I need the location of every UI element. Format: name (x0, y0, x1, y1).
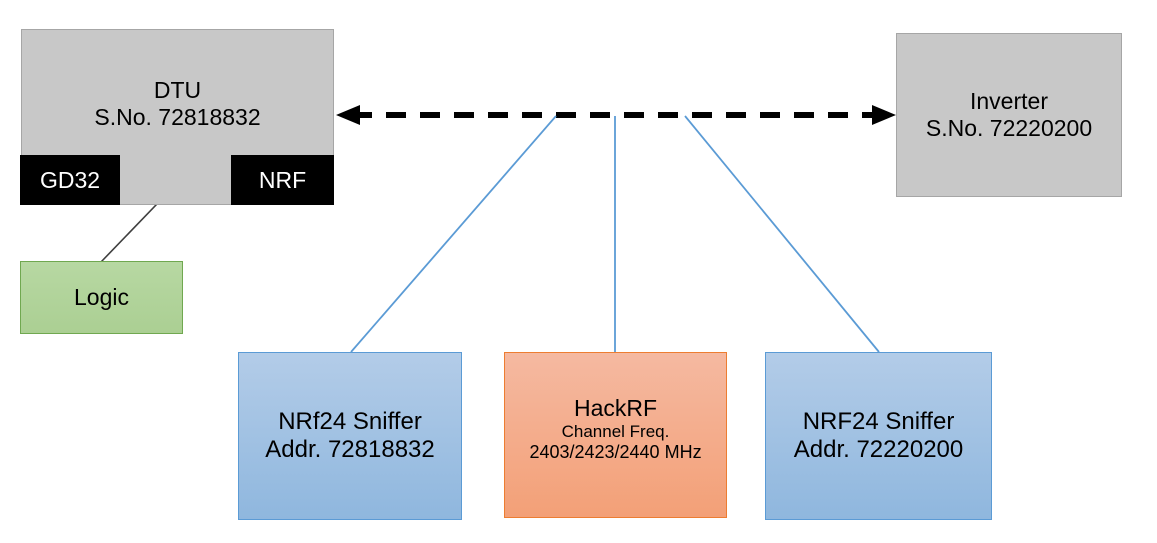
tap-line-left (350, 115, 557, 353)
dtu-module-gd32[interactable]: GD32 (20, 155, 120, 205)
nrf-label: NRF (258, 166, 307, 193)
sniffer-right-title: NRF24 Sniffer (802, 407, 955, 435)
gd32-label: GD32 (39, 166, 101, 193)
arrowhead-right-icon (872, 105, 896, 125)
sniffer-left-address: Addr. 72818832 (265, 436, 435, 463)
sniffer-right-address: Addr. 72220200 (793, 436, 964, 463)
hackrf-node[interactable]: HackRF Channel Freq. 2403/2423/2440 MHz (504, 352, 727, 518)
dtu-title: DTU (153, 76, 202, 103)
dtu-inverter-dashed-link (336, 105, 896, 125)
arrowhead-left-icon (336, 105, 360, 125)
hackrf-subtitle: Channel Freq. (561, 422, 670, 442)
inverter-title: Inverter (970, 87, 1048, 114)
inverter-serial: S.No. 72220200 (925, 115, 1093, 141)
logic-analyzer-node[interactable]: Logic (20, 261, 183, 334)
hackrf-title: HackRF (573, 395, 658, 421)
logic-label: Logic (74, 283, 129, 310)
sniffer-left-node[interactable]: NRf24 Sniffer Addr. 72818832 (238, 352, 462, 520)
sniffer-right-node[interactable]: NRF24 Sniffer Addr. 72220200 (765, 352, 992, 520)
dtu-serial: S.No. 72818832 (94, 104, 261, 130)
hackrf-frequencies: 2403/2423/2440 MHz (529, 442, 702, 463)
inverter-node[interactable]: Inverter S.No. 72220200 (896, 33, 1122, 197)
dtu-module-nrf[interactable]: NRF (231, 155, 334, 205)
sniffer-left-title: NRf24 Sniffer (278, 407, 422, 435)
tap-line-right (684, 115, 880, 353)
